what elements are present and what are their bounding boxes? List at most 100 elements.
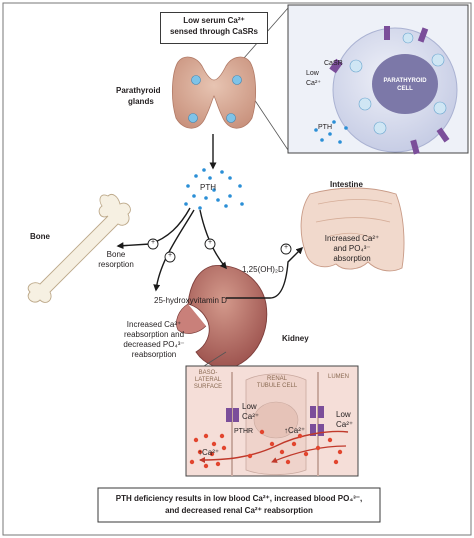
footer-box (97, 487, 381, 523)
parathyroid-cell-label-1: PARATHYROID (383, 78, 427, 84)
pth-secreted-dots (184, 120, 348, 210)
calcium-dot (285, 459, 291, 465)
calcium-dot (211, 441, 217, 447)
calcium-dot (209, 451, 215, 457)
intestine-illustration (300, 187, 405, 272)
pth-dot (186, 184, 190, 188)
kidney-effect-1: Increased Ca²⁺ (126, 320, 182, 329)
bone-title: Bone (30, 232, 50, 241)
pth-label: PTH (200, 183, 216, 192)
raised-calcium-left: ↑Ca²⁺ (198, 448, 220, 457)
tubule-low-right: Low (336, 410, 351, 419)
calcium-dot (291, 441, 297, 447)
calcium-dot (247, 453, 253, 459)
calcium-dot (297, 433, 303, 439)
tubule-low-left: Low (242, 402, 257, 411)
pth-dot (228, 194, 232, 198)
kidney-illustration (176, 265, 268, 369)
calcium-dot (197, 449, 203, 455)
cell-nucleus (372, 54, 438, 114)
basolateral-label-2: LATERAL (194, 377, 222, 383)
calcium-channel (310, 406, 324, 436)
casr-label: CaSR (324, 60, 343, 67)
pth-dot (224, 204, 228, 208)
kidney-title: Kidney (282, 334, 309, 343)
calcium-dot (259, 429, 265, 435)
pth-dot (216, 198, 220, 202)
kidney-effect-4: reabsorption (131, 350, 177, 359)
bone-resorption-label-1: Bone (106, 250, 126, 259)
calcium-ion-dots (189, 429, 343, 469)
pth-dot (314, 128, 318, 132)
calcium-dot (203, 433, 209, 439)
active-vitamin-d-label: 1,25(OH)₂D (242, 265, 284, 274)
plus-vitd-text: + (207, 239, 213, 246)
pth-dot (338, 140, 342, 144)
pth-dot (344, 126, 348, 130)
pth-dot (194, 174, 198, 178)
tubule-ca-right: Ca²⁺ (336, 420, 354, 429)
calcium-dot (215, 461, 221, 467)
bone-illustration (27, 193, 131, 303)
tubule-ca-left: Ca²⁺ (242, 412, 260, 421)
kidney-effect-3: decreased PO₄³⁻ (123, 340, 185, 349)
parathyroid-glands-label-2: glands (128, 97, 154, 106)
bone-resorption-label-2: resorption (98, 260, 134, 269)
plus-intestine-text: + (283, 244, 289, 251)
calcium-dot (203, 463, 209, 469)
plus-vitd (204, 238, 216, 250)
basolateral-label-1: BASO- (198, 370, 218, 376)
pth-dot (212, 188, 216, 192)
pth-dot (328, 132, 332, 136)
calcium-dot (327, 437, 333, 443)
pthr-receptor (226, 408, 239, 422)
calcium-dot (337, 449, 343, 455)
renal-tubule-cell-label-1: RENAL (266, 376, 287, 382)
calcium-dot (193, 437, 199, 443)
inset-ca-label: Ca²⁺ (306, 80, 321, 87)
intestine-effect-2: and PO₄³⁻ (333, 244, 371, 253)
top-caption-box (160, 12, 268, 44)
plus-kidney-text: + (167, 252, 173, 259)
inset-low-label: Low (306, 70, 319, 77)
stimulation-markers (147, 238, 292, 263)
pth-vesicles (349, 32, 447, 135)
renal-tubule-cell-label-2: TUBULE CELL (256, 383, 298, 389)
plus-kidney (164, 251, 176, 263)
footer-line-2: and decreased renal Ca²⁺ reabsorption (165, 506, 313, 515)
pth-dot (228, 176, 232, 180)
calcium-dot (333, 459, 339, 465)
calcium-dot (279, 449, 285, 455)
pth-dot (204, 196, 208, 200)
pth-dot (332, 120, 336, 124)
plus-bone (147, 238, 159, 250)
pth-dot (202, 168, 206, 172)
low-serum-calcium-label: Low serum Ca²⁺ (183, 16, 245, 25)
footer-line-1: PTH deficiency results in low blood Ca²⁺… (115, 494, 363, 503)
pth-dot (320, 138, 324, 142)
plus-intestine (280, 243, 292, 255)
kidney-effect-2: reabsorption and (123, 330, 185, 339)
raised-calcium-middle: ↑Ca²⁺ (284, 426, 306, 435)
casr-receptors (329, 26, 450, 155)
pth-dot (208, 176, 212, 180)
pthr-label: PTHR (234, 428, 254, 435)
lumen-label: LUMEN (328, 374, 350, 380)
pth-dot (220, 170, 224, 174)
parathyroid-cell-label-2: CELL (397, 86, 413, 92)
intestine-effect-1: Increased Ca²⁺ (324, 234, 380, 243)
hydroxyvitamin-d-label: 25-hydroxyvitamin D (154, 296, 227, 305)
basolateral-label-3: SURFACE (193, 384, 223, 390)
calcium-dot (303, 451, 309, 457)
intestine-effect-3: absorption (333, 254, 371, 263)
intestine-title: Intestine (330, 180, 363, 189)
calcium-dot (189, 459, 195, 465)
parathyroid-cell-inset (243, 4, 469, 155)
renal-tubule-inset (185, 351, 359, 477)
pth-dot (184, 202, 188, 206)
plus-bone-text: + (150, 239, 156, 246)
pth-dot (240, 202, 244, 206)
